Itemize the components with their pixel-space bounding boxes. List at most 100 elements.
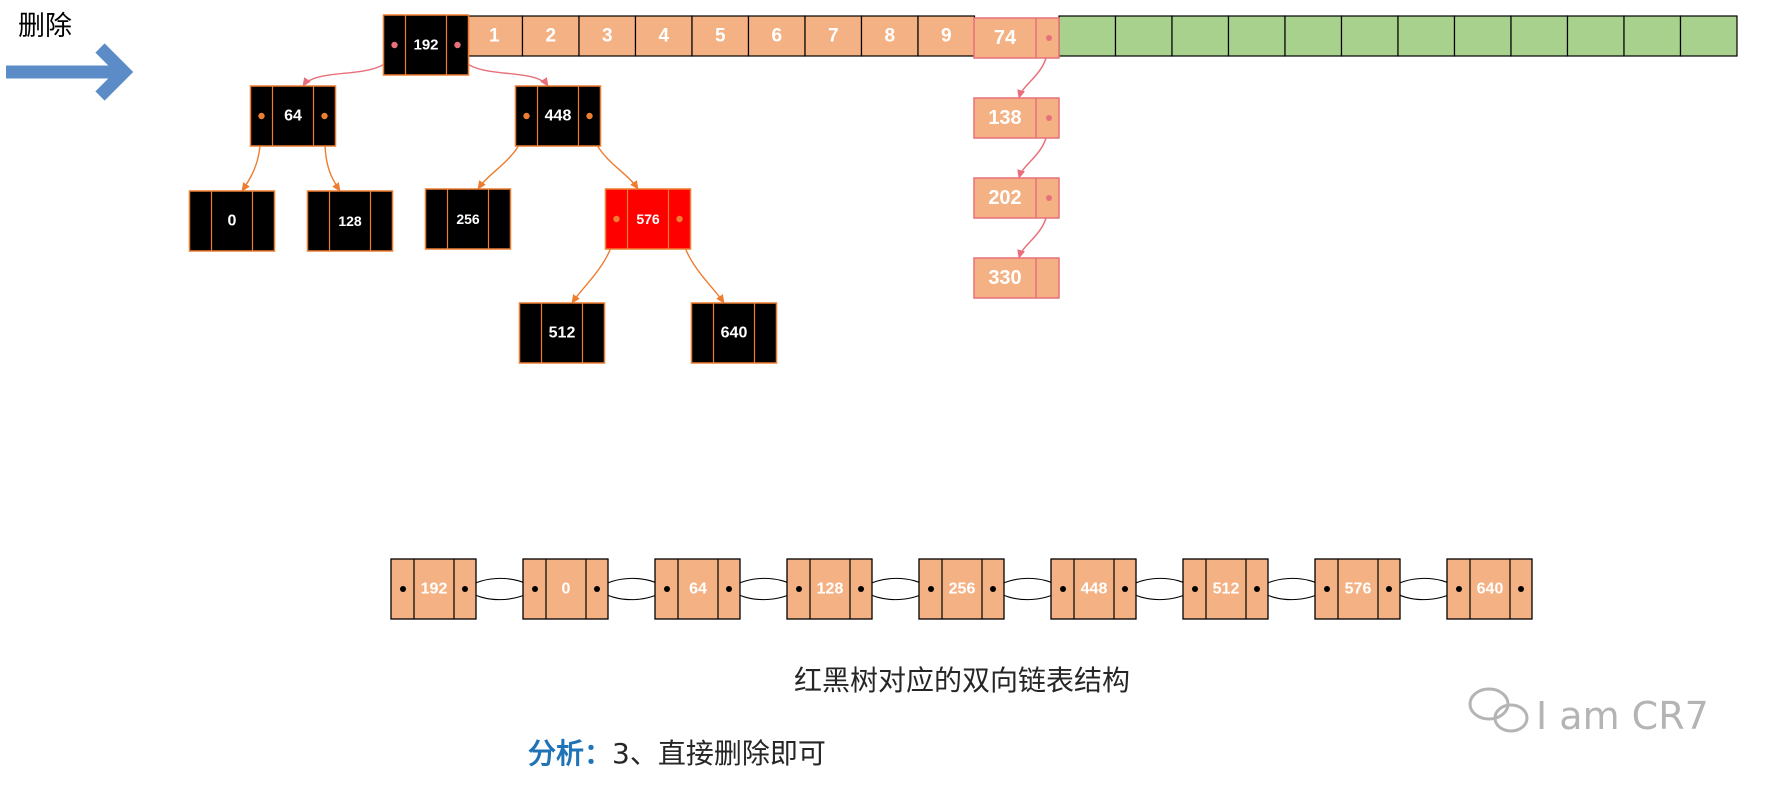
analysis-text: 3、直接删除即可 bbox=[612, 737, 826, 770]
analysis-label: 分析： bbox=[528, 737, 612, 770]
tree-pointer-dot bbox=[676, 215, 683, 223]
tree-node-box bbox=[690, 302, 778, 364]
bucket-pointer-dot bbox=[1046, 115, 1052, 121]
tree-node-box bbox=[306, 190, 394, 252]
watermark-text: I am CR7 bbox=[1536, 694, 1709, 738]
tree-node-label: 64 bbox=[284, 108, 302, 125]
bucket-node: 330 bbox=[973, 257, 1060, 299]
tree-node-label: 448 bbox=[545, 108, 572, 125]
tree-node-box bbox=[188, 190, 276, 252]
array-cell-label: 3 bbox=[602, 26, 613, 47]
array-cell-label: 2 bbox=[545, 26, 556, 47]
array-cell-label: 4 bbox=[658, 26, 669, 47]
bucket-node-box bbox=[973, 97, 1060, 139]
dll-next-dot bbox=[594, 586, 600, 592]
dll-node-label: 64 bbox=[689, 581, 707, 598]
array-cell-label: 1 bbox=[489, 26, 500, 47]
array-cell: 1 bbox=[465, 15, 524, 57]
tree-pointer-dot bbox=[391, 41, 398, 49]
tree-node: 512 bbox=[518, 302, 606, 364]
dll-prev-dot bbox=[1060, 586, 1066, 592]
tree-node-label: 256 bbox=[456, 211, 480, 227]
array-empty-slot bbox=[1397, 15, 1456, 57]
tree-node-label: 512 bbox=[549, 325, 576, 342]
dll-prev-dot bbox=[400, 586, 406, 592]
watermark: I am CR7 bbox=[1468, 687, 1709, 738]
dll-prev-dot bbox=[532, 586, 538, 592]
right-arrow-icon bbox=[6, 43, 134, 101]
array-empty-slot bbox=[1058, 15, 1117, 57]
array-cell-box bbox=[804, 15, 863, 57]
tree-pointer-dot bbox=[586, 112, 593, 120]
array-empty-slot bbox=[1284, 15, 1343, 57]
tree-node-label: 576 bbox=[636, 211, 660, 227]
dll-node-label: 512 bbox=[1213, 581, 1240, 598]
tree-node-label: 192 bbox=[413, 37, 438, 54]
tree-node: 0 bbox=[188, 190, 276, 252]
tree-pointer-dot bbox=[454, 41, 461, 49]
array-cell-box bbox=[521, 15, 580, 57]
dll-node-label: 576 bbox=[1345, 581, 1372, 598]
connector-lines bbox=[241, 37, 1460, 601]
tree-node-box bbox=[518, 302, 606, 364]
tree-pointer-dot bbox=[523, 112, 530, 120]
dll-prev-dot bbox=[1324, 586, 1330, 592]
array-empty-slot bbox=[1114, 15, 1173, 57]
dll-node: 256 bbox=[918, 558, 1005, 620]
dll-next-dot bbox=[1386, 586, 1392, 592]
array-empty-slot bbox=[1453, 15, 1512, 57]
dll-prev-dot bbox=[796, 586, 802, 592]
array-cell: 2 bbox=[521, 15, 580, 57]
tree-node: 640 bbox=[690, 302, 778, 364]
dll-prev-dot bbox=[664, 586, 670, 592]
array-empty-slot bbox=[1510, 15, 1569, 57]
tree-pointer-dot bbox=[258, 112, 265, 120]
dll-node: 576 bbox=[1314, 558, 1401, 620]
dll-prev-dot bbox=[928, 586, 934, 592]
bucket-node-label: 202 bbox=[988, 187, 1021, 209]
bucket-node-box bbox=[973, 17, 1060, 59]
array-cell-box bbox=[578, 15, 637, 57]
dll-node: 448 bbox=[1050, 558, 1137, 620]
array-cell-box bbox=[860, 15, 919, 57]
red-black-tree: 192 64 448 0 128 256 576 512 640 bbox=[188, 14, 778, 364]
dll-node-label: 256 bbox=[949, 581, 976, 598]
tree-node-label: 128 bbox=[338, 213, 362, 229]
dll-next-dot bbox=[1518, 586, 1524, 592]
dll-prev-dot bbox=[1456, 586, 1462, 592]
array-empty-slot bbox=[1227, 15, 1286, 57]
tree-node-label: 0 bbox=[228, 213, 237, 230]
array-empty-slot bbox=[1623, 15, 1682, 57]
array-cell-label: 7 bbox=[828, 26, 839, 47]
bucket-node-label: 74 bbox=[994, 27, 1017, 49]
dll-next-dot bbox=[990, 586, 996, 592]
bucket-node: 138 bbox=[973, 97, 1060, 139]
bucket-node-label: 138 bbox=[988, 107, 1021, 129]
dll-node-label: 128 bbox=[817, 581, 844, 598]
array-cell: 8 bbox=[860, 15, 919, 57]
array-cell-box bbox=[465, 15, 524, 57]
dll-node: 0 bbox=[522, 558, 609, 620]
tree-node-box bbox=[424, 188, 512, 250]
array-cell: 4 bbox=[634, 15, 693, 57]
array-empty-slot bbox=[1679, 15, 1738, 57]
array-empty-slot bbox=[1566, 15, 1625, 57]
wechat-icon bbox=[1468, 687, 1529, 733]
array-cell: 7 bbox=[804, 15, 863, 57]
dll-next-dot bbox=[1254, 586, 1260, 592]
bucket-node-box bbox=[973, 257, 1060, 299]
dll-node-label: 640 bbox=[1477, 581, 1504, 598]
array-cell: 3 bbox=[578, 15, 637, 57]
dll-node-label: 192 bbox=[421, 581, 448, 598]
delete-label: 删除 bbox=[18, 11, 72, 42]
dll-next-dot bbox=[462, 586, 468, 592]
diagram-caption: 红黑树对应的双向链表结构 bbox=[794, 664, 1130, 697]
array-cell-label: 8 bbox=[884, 26, 895, 47]
tree-edge bbox=[302, 44, 396, 87]
bucket-node-label: 330 bbox=[988, 267, 1021, 289]
array-cell-label: 9 bbox=[941, 26, 952, 47]
bucket-pointer-dot bbox=[1046, 35, 1052, 41]
array-empty-slot bbox=[1171, 15, 1230, 57]
dll-next-dot bbox=[1122, 586, 1128, 592]
